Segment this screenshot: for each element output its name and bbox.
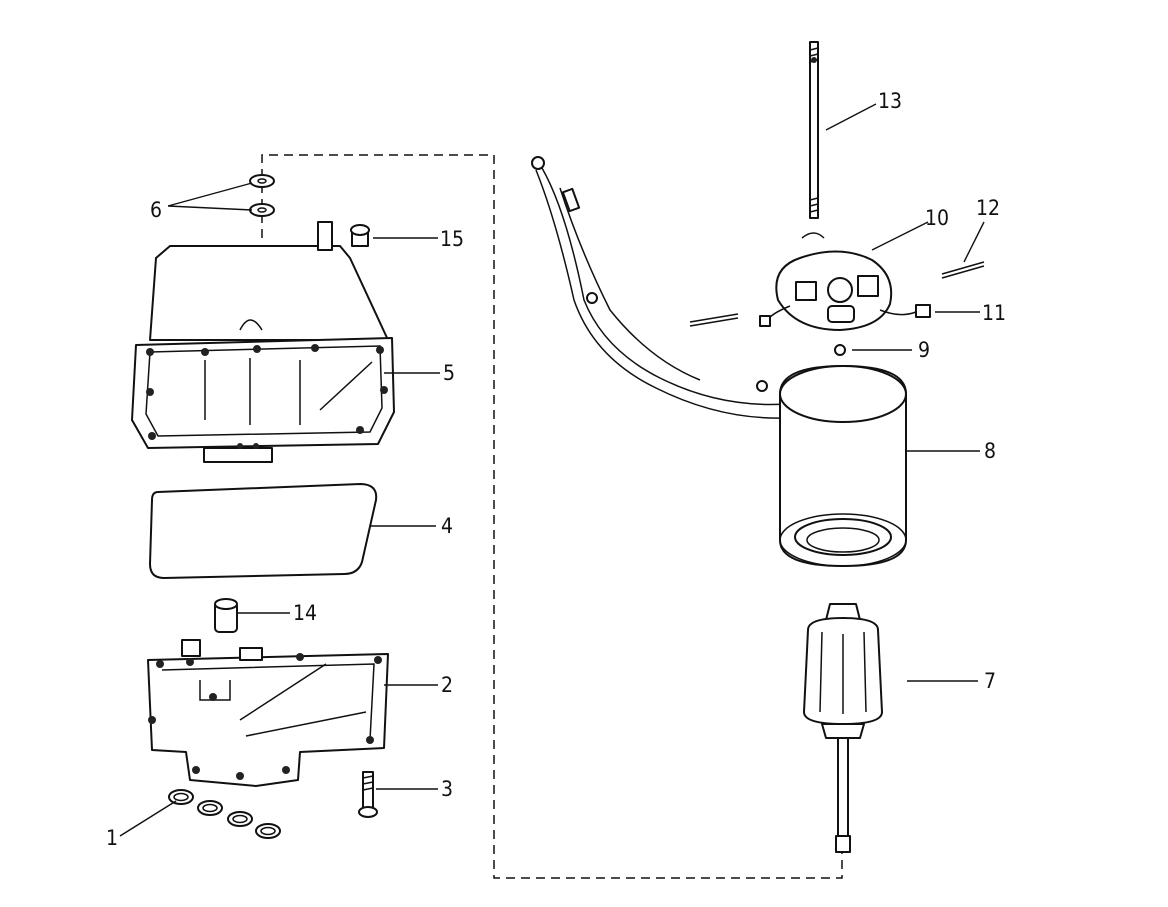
part-1-o-rings — [168, 789, 281, 839]
part-13-through-bolt — [809, 41, 819, 219]
callout-9: 9 — [918, 338, 930, 362]
callout-5: 5 — [443, 361, 455, 385]
part-4-gasket — [149, 483, 378, 579]
assembly-dashed-line — [261, 154, 843, 879]
part-7-armature — [803, 603, 883, 853]
part-11-connector — [879, 304, 931, 318]
callout-10: 10 — [925, 206, 949, 230]
part-3-bolt — [358, 771, 378, 818]
callout-1: 1 — [106, 826, 118, 850]
leader-lines — [119, 103, 985, 837]
callout-12: 12 — [976, 196, 1000, 220]
wire-harness — [531, 156, 787, 419]
part-10-brush-plate — [759, 232, 893, 331]
part-8-motor-frame — [779, 365, 907, 567]
part-12-spring — [689, 261, 985, 327]
callout-14: 14 — [293, 601, 317, 625]
part-9-ball — [834, 344, 846, 356]
callout-13: 13 — [878, 89, 902, 113]
part-15-plug — [350, 224, 370, 247]
part-2-lower-housing — [147, 639, 389, 787]
callout-7: 7 — [984, 669, 996, 693]
callout-labels: 6 15 5 4 14 2 3 1 7 8 9 11 10 12 13 — [106, 89, 1006, 850]
callout-4: 4 — [441, 514, 453, 538]
part-14-sleeve — [214, 598, 238, 633]
callout-6: 6 — [150, 198, 162, 222]
callout-2: 2 — [441, 673, 453, 697]
part-5-housing — [131, 221, 395, 463]
part-6-washers — [249, 174, 275, 217]
callout-3: 3 — [441, 777, 453, 801]
callout-8: 8 — [984, 439, 996, 463]
callout-11: 11 — [982, 301, 1006, 325]
callout-15: 15 — [440, 227, 464, 251]
